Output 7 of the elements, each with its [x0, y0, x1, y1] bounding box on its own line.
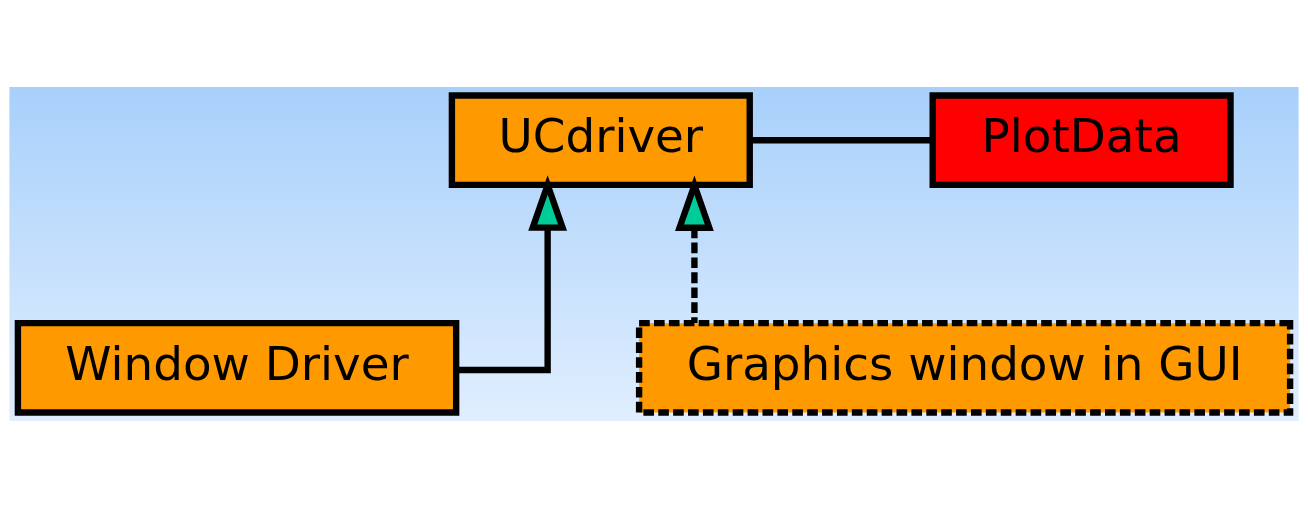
node-box: Graphics window in GUI	[635, 319, 1294, 416]
connector	[750, 137, 933, 144]
arrow	[675, 175, 714, 323]
node-box: UCdriver	[448, 92, 753, 189]
node-box: PlotData	[929, 92, 1234, 189]
node-box: Window Driver	[14, 319, 460, 416]
arrow	[456, 175, 567, 374]
